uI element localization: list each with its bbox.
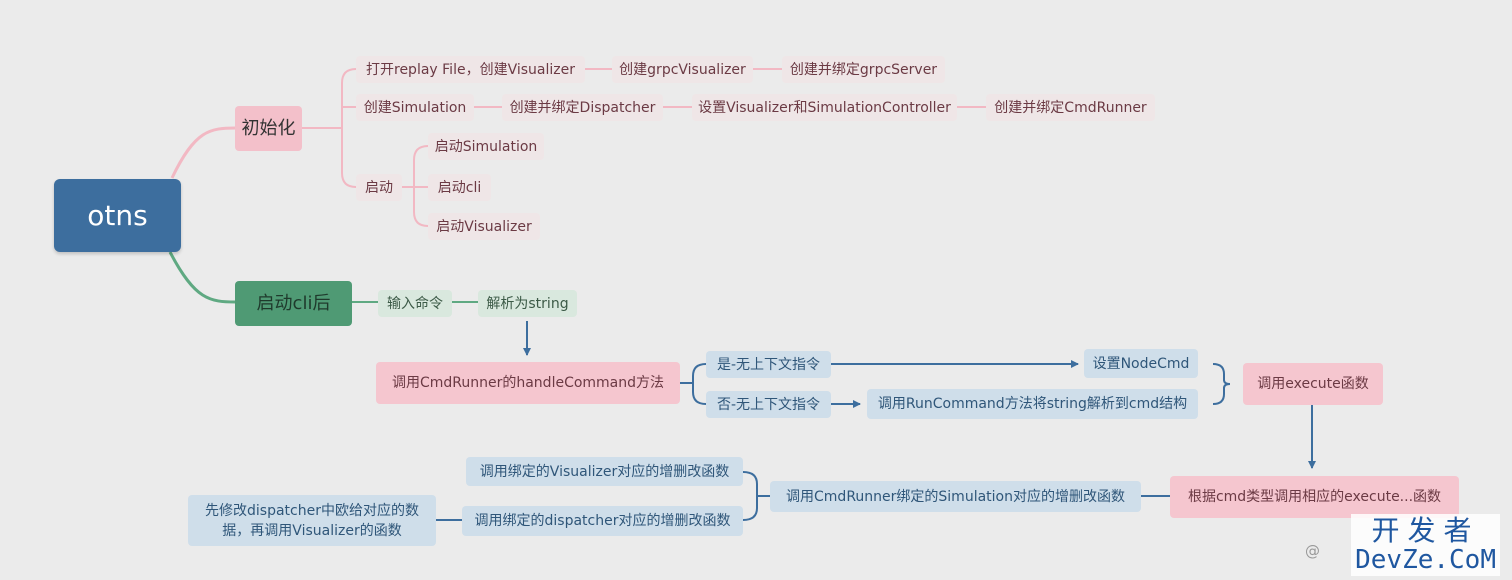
bind-grpc-server-node[interactable]: 创建并绑定grpcServer [782, 56, 945, 83]
start-visualizer-node[interactable]: 启动Visualizer [428, 213, 540, 240]
bind-dispatcher-node[interactable]: 创建并绑定Dispatcher [502, 94, 663, 121]
visualizer-crud-node[interactable]: 调用绑定的Visualizer对应的增删改函数 [466, 457, 743, 486]
input-command-node[interactable]: 输入命令 [378, 290, 452, 317]
execute-node[interactable]: 调用execute函数 [1243, 363, 1383, 405]
set-visualizer-controller-node[interactable]: 设置Visualizer和SimulationController [692, 94, 957, 121]
modify-dispatcher-note-node[interactable]: 先修改dispatcher中欧给对应的数据，再调用Visualizer的函数 [188, 495, 436, 546]
bind-cmdrunner-node[interactable]: 创建并绑定CmdRunner [986, 94, 1155, 121]
execute-by-type-node[interactable]: 根据cmd类型调用相应的execute...函数 [1170, 476, 1459, 518]
set-nodecmd-node[interactable]: 设置NodeCmd [1084, 349, 1198, 378]
root-node[interactable]: otns [54, 179, 181, 252]
start-cli-node[interactable]: 启动cli [428, 174, 491, 201]
no-no-context-node[interactable]: 否-无上下文指令 [706, 391, 831, 418]
create-simulation-node[interactable]: 创建Simulation [356, 94, 474, 121]
create-grpc-visualizer-node[interactable]: 创建grpcVisualizer [612, 56, 753, 83]
watermark-at: @ [1305, 542, 1320, 560]
open-replay-node[interactable]: 打开replay File，创建Visualizer [356, 56, 585, 83]
after-cli-node[interactable]: 启动cli后 [235, 281, 352, 326]
start-simulation-node[interactable]: 启动Simulation [428, 133, 544, 160]
watermark-line1: 开发者 [1371, 514, 1480, 547]
handle-command-node[interactable]: 调用CmdRunner的handleCommand方法 [376, 362, 680, 404]
dispatcher-crud-node[interactable]: 调用绑定的dispatcher对应的增删改函数 [462, 506, 743, 536]
start-node[interactable]: 启动 [356, 174, 402, 201]
simulation-crud-node[interactable]: 调用CmdRunner绑定的Simulation对应的增删改函数 [770, 481, 1141, 512]
yes-no-context-node[interactable]: 是-无上下文指令 [706, 351, 831, 378]
parse-string-node[interactable]: 解析为string [478, 290, 577, 317]
watermark-logo: 开发者 DevZe.CoM [1351, 514, 1500, 576]
init-node[interactable]: 初始化 [235, 106, 302, 151]
run-command-node[interactable]: 调用RunCommand方法将string解析到cmd结构 [867, 389, 1198, 419]
watermark-line2: DevZe.CoM [1355, 545, 1496, 575]
